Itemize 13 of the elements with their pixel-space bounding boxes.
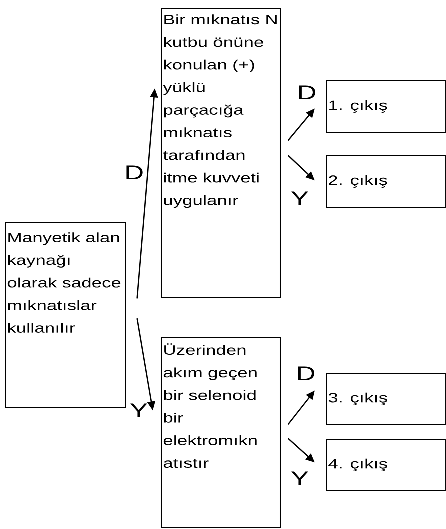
text-box: Manyetik alan kaynağı olarak sadece mıknatıslar kullanılır	[5, 222, 126, 408]
output-box: 1. çıkış	[326, 80, 446, 134]
text-box: Bir mıknatıs N kutbu önüne konulan (+) yüklü parçacığa mıknatıs tarafından itme kuvveti uygulanır	[161, 8, 282, 298]
edge-label: D	[299, 86, 316, 100]
output-box: 2. çıkış	[326, 155, 446, 208]
edge-label: Y	[130, 404, 148, 418]
edge-label: D	[126, 166, 143, 180]
edge-label: Y	[292, 472, 308, 486]
edge-label: D	[298, 366, 314, 381]
text-box: Üzerinden akım geçen bir selenoid bir elektromıkn atıstır	[161, 337, 282, 528]
edge-label: Y	[292, 192, 308, 206]
output-box: 3. çıkış	[326, 373, 446, 426]
output-box: 4. çıkış	[326, 439, 446, 492]
